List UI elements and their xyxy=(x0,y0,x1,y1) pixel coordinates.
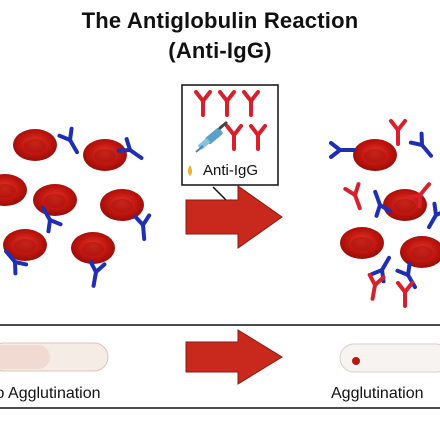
result-arrow xyxy=(185,329,283,385)
red-blood-cell xyxy=(0,174,27,206)
reagent-label: Anti-IgG xyxy=(203,162,259,179)
anti-igg-antibody xyxy=(389,119,407,146)
diagram-title-line1: The Antiglobulin Reaction xyxy=(81,8,359,33)
diagram-title-line2: (Anti-IgG) xyxy=(168,38,272,63)
sensitized-cells-group xyxy=(0,126,154,290)
igg-antibody xyxy=(329,141,356,159)
igg-antibody xyxy=(57,126,86,158)
igg-antibody xyxy=(133,213,154,242)
red-blood-cell xyxy=(71,232,115,264)
dropper-icon xyxy=(195,121,228,153)
igg-antibody xyxy=(408,131,439,163)
anti-igg-antibody xyxy=(343,182,369,213)
red-blood-cell xyxy=(340,227,384,259)
red-blood-cell xyxy=(83,139,127,171)
agglutinate-button xyxy=(352,357,360,365)
reagent-box xyxy=(181,84,279,186)
test-tube-negative xyxy=(0,342,109,372)
no-agglutination-label: No Agglutination xyxy=(0,385,101,402)
anti-igg-antibody xyxy=(396,281,414,308)
agglutination-label: Agglutination xyxy=(331,385,424,402)
drop-icon xyxy=(188,165,192,176)
igg-antibody xyxy=(84,259,107,290)
red-blood-cell xyxy=(33,184,77,216)
reaction-arrow xyxy=(185,185,283,249)
anti-igg-antibody xyxy=(363,272,386,303)
tube-panel xyxy=(0,324,440,409)
red-blood-cell xyxy=(353,139,397,171)
red-blood-cell xyxy=(13,129,57,161)
red-blood-cell xyxy=(400,236,440,268)
test-tube-positive xyxy=(339,343,440,373)
agglutinated-cells-group xyxy=(329,119,440,308)
